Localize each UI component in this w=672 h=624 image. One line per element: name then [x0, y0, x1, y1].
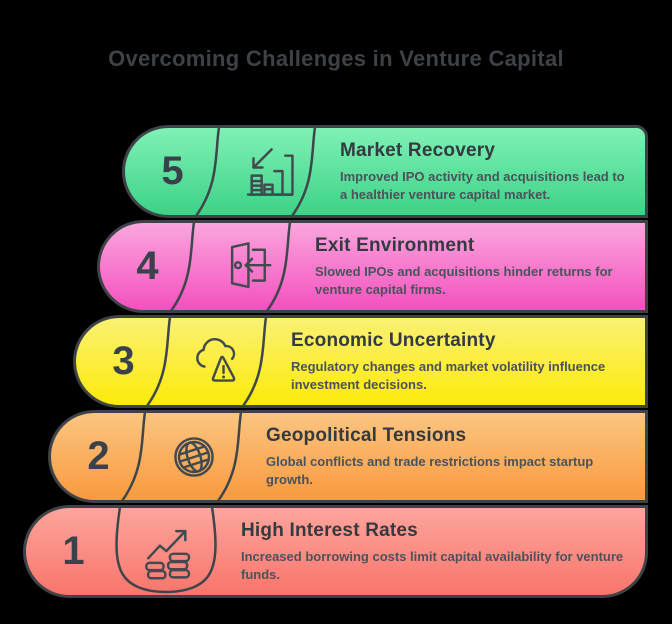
step-number: 2	[87, 434, 110, 478]
step-heading: Economic Uncertainty	[291, 329, 496, 351]
step-description: Regulatory changes and market volatility…	[291, 358, 606, 392]
exit-door-icon	[230, 241, 271, 288]
page-title: Overcoming Challenges in Venture Capital	[108, 46, 564, 71]
step-heading: Geopolitical Tensions	[266, 424, 467, 446]
step-heading: High Interest Rates	[241, 519, 418, 541]
step-description: Increased borrowing costs limit capital …	[241, 548, 624, 582]
step-heading: Market Recovery	[340, 139, 496, 161]
step-number: 1	[62, 529, 85, 573]
step-row-2: 2 Geopolitical Tensions Global conflicts…	[48, 410, 648, 503]
step-description: Slowed IPOs and acquisitions hinder retu…	[315, 263, 613, 297]
step-row-5: 5 Market Recovery Improved IPO activity …	[122, 125, 648, 218]
step-description: Global conflicts and trade restrictions …	[266, 453, 594, 487]
step-number: 4	[136, 244, 159, 288]
step-row-3: 3 Economic Uncertainty Regulatory change…	[73, 315, 648, 408]
step-number: 5	[161, 149, 184, 193]
step-row-1: 1 High Interest Rates Increased borrowin…	[23, 505, 648, 598]
step-description: Improved IPO activity and acquisitions l…	[340, 168, 625, 202]
step-heading: Exit Environment	[315, 234, 475, 256]
step-number: 3	[112, 339, 135, 383]
step-row-4: 4 Exit Environment Slowed IPOs and acqui…	[97, 220, 648, 313]
bar-chart-recovery-icon	[246, 147, 294, 196]
globe-icon	[173, 436, 214, 477]
cloud-warning-icon	[195, 337, 235, 382]
coins-growth-icon	[144, 529, 190, 580]
